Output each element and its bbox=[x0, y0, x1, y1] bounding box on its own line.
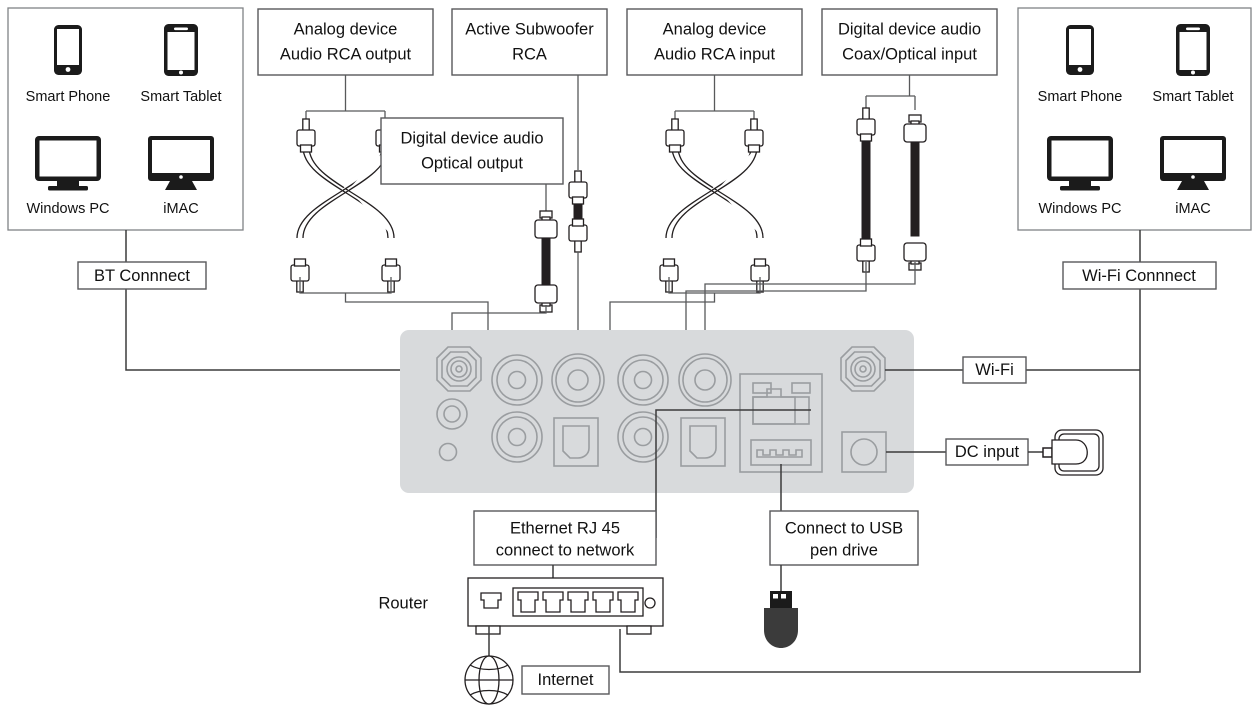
subwoofer-rca-out[interactable] bbox=[551, 353, 605, 407]
svg-text:Digital device audio: Digital device audio bbox=[400, 129, 543, 147]
router-label: Router bbox=[378, 594, 428, 612]
optical-in[interactable] bbox=[680, 417, 726, 467]
label-active-subwoofer: Active Subwoofer RCA bbox=[451, 8, 608, 76]
svg-text:Ethernet RJ 45: Ethernet RJ 45 bbox=[510, 519, 620, 537]
wifi-label: Wi-Fi bbox=[885, 356, 1027, 384]
optical-out[interactable] bbox=[553, 417, 599, 467]
device-label: Smart Phone bbox=[26, 89, 111, 105]
rca-in-right[interactable] bbox=[617, 354, 669, 406]
device-label: iMAC bbox=[163, 201, 198, 217]
antenna-bt-connector[interactable] bbox=[436, 346, 482, 392]
imac-icon bbox=[148, 136, 214, 190]
svg-text:Digital device audio: Digital device audio bbox=[838, 20, 981, 38]
label-digital-coax-optical-input: Digital device audio Coax/Optical input bbox=[821, 8, 998, 76]
svg-text:RCA: RCA bbox=[512, 45, 547, 63]
svg-text:Wi-Fi: Wi-Fi bbox=[975, 361, 1013, 379]
device-label: Smart Tablet bbox=[140, 89, 221, 105]
device-label: Smart Phone bbox=[1038, 89, 1123, 105]
small-jack-upper[interactable] bbox=[436, 398, 468, 430]
svg-text:connect to network: connect to network bbox=[496, 541, 635, 559]
svg-text:Audio RCA input: Audio RCA input bbox=[654, 45, 775, 63]
svg-text:Optical output: Optical output bbox=[421, 154, 523, 172]
dc-input-label: DC input bbox=[886, 429, 1104, 476]
smart-phone-icon bbox=[1066, 25, 1094, 75]
device-rear-panel bbox=[400, 330, 914, 493]
rca-twin-cable-input bbox=[609, 75, 770, 438]
svg-text:Coax/Optical input: Coax/Optical input bbox=[842, 45, 977, 63]
internet-connection: Internet bbox=[464, 626, 610, 705]
svg-text:Wi-Fi Connnect: Wi-Fi Connnect bbox=[1082, 267, 1196, 285]
bt-connect-wiring bbox=[125, 230, 443, 371]
ethernet-label: Ethernet RJ 45 connect to network bbox=[473, 409, 811, 604]
rca-twin-cable-output bbox=[290, 75, 517, 438]
rca-out-left[interactable] bbox=[491, 411, 543, 463]
smart-tablet-icon bbox=[164, 24, 198, 76]
device-label: Windows PC bbox=[1039, 201, 1122, 217]
label-digital-optical-output: Digital device audio Optical output bbox=[380, 117, 564, 185]
svg-text:Connect to USB: Connect to USB bbox=[785, 519, 903, 537]
antenna-wifi-connector[interactable] bbox=[840, 346, 886, 392]
smart-tablet-icon bbox=[1176, 24, 1210, 76]
power-adapter-icon bbox=[1042, 429, 1104, 476]
svg-text:BT Connnect: BT Connnect bbox=[94, 267, 190, 285]
device-label: Smart Tablet bbox=[1152, 89, 1233, 105]
wifi-connect-label: Wi-Fi Connnect bbox=[1062, 261, 1217, 290]
wifi-connect-wiring bbox=[619, 230, 1141, 673]
svg-text:pen drive: pen drive bbox=[810, 541, 878, 559]
svg-text:Internet: Internet bbox=[538, 671, 594, 689]
device-label: Windows PC bbox=[27, 201, 110, 217]
wifi-device-group: Smart Phone Smart Tablet Windows PC iMAC bbox=[1017, 7, 1252, 231]
usb-label: Connect to USB pen drive bbox=[764, 464, 919, 648]
svg-text:DC input: DC input bbox=[955, 443, 1020, 461]
rca-out-right[interactable] bbox=[491, 354, 543, 406]
bt-connect-label: BT Connnect bbox=[77, 261, 207, 290]
router-lan-ports bbox=[517, 591, 639, 613]
svg-text:Analog device: Analog device bbox=[294, 20, 398, 38]
small-jack-lower[interactable] bbox=[438, 442, 458, 462]
imac-icon bbox=[1160, 136, 1226, 190]
label-analog-rca-output: Analog device Audio RCA output bbox=[257, 8, 434, 76]
smart-phone-icon bbox=[54, 25, 82, 75]
usb-pen-drive-icon bbox=[764, 591, 798, 648]
device-label: iMAC bbox=[1175, 201, 1210, 217]
rca-in-left[interactable] bbox=[617, 411, 669, 463]
svg-text:Analog device: Analog device bbox=[663, 20, 767, 38]
bt-device-group: Smart Phone Smart Tablet Windows PC iMAC bbox=[7, 7, 244, 231]
label-analog-rca-input: Analog device Audio RCA input bbox=[626, 8, 803, 76]
windows-pc-icon bbox=[35, 136, 101, 191]
svg-text:Active Subwoofer: Active Subwoofer bbox=[465, 20, 594, 38]
svg-text:Audio RCA output: Audio RCA output bbox=[280, 45, 412, 63]
globe-icon bbox=[464, 655, 514, 705]
router-icon: Router bbox=[378, 577, 664, 635]
windows-pc-icon bbox=[1047, 136, 1113, 191]
coax-in[interactable] bbox=[678, 353, 732, 407]
